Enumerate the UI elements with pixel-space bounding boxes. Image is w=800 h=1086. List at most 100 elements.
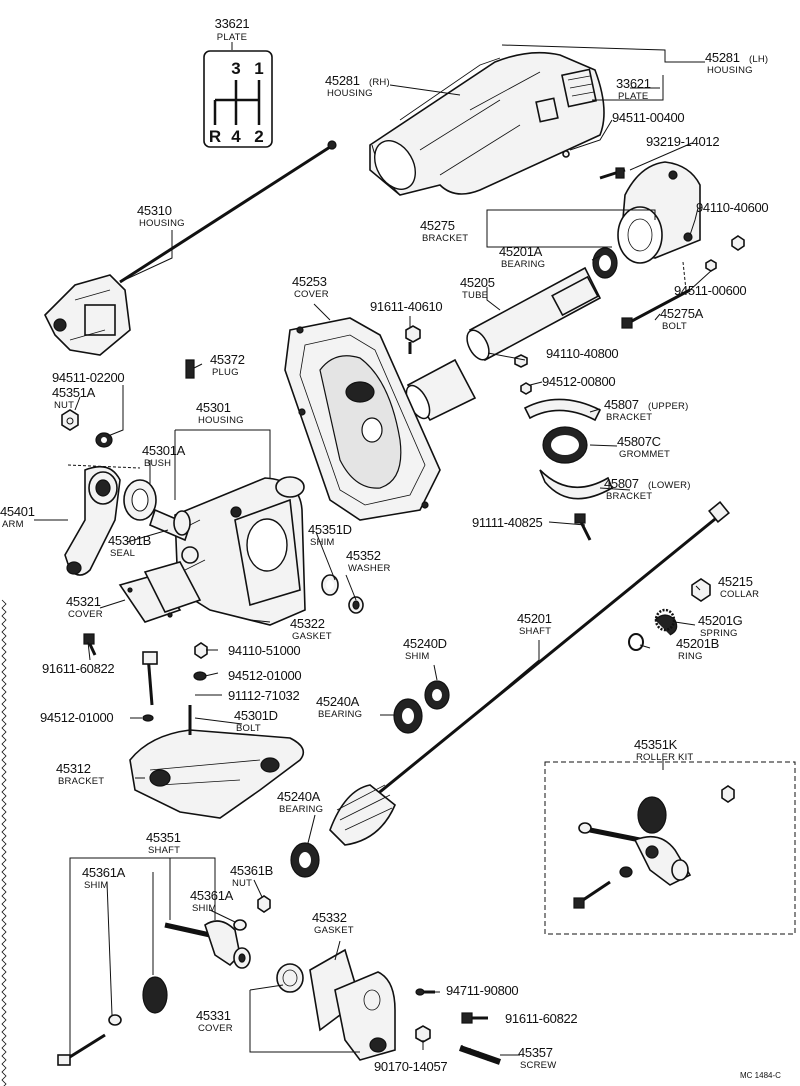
- part-number: 45240D: [403, 636, 447, 651]
- callout-94110-40600: 94110-40600: [696, 200, 769, 215]
- part-number: 94512-01000: [40, 710, 113, 725]
- part-number: 45301B: [108, 533, 151, 548]
- part-number: 94512-01000: [228, 668, 301, 683]
- small-hardware-left: [61, 359, 195, 448]
- part-name: SCREW: [520, 1060, 556, 1071]
- part-name: PLATE: [618, 91, 648, 102]
- part-number: 94512-00800: [542, 374, 615, 389]
- steering-shaft: [369, 501, 730, 802]
- sector-shaft: [57, 895, 271, 1066]
- roller-kit: [544, 761, 796, 935]
- callout-91611-40610: 91611-40610: [370, 299, 443, 314]
- part-name: BRACKET: [58, 776, 104, 787]
- part-name: HOUSING: [327, 88, 373, 99]
- callout-91112-71032: 91112-71032: [228, 688, 300, 703]
- part-number: 45275: [420, 218, 455, 233]
- part-name: SHAFT: [519, 626, 551, 637]
- part-number: 94110-51000: [228, 643, 300, 658]
- part-number: 45361A: [190, 888, 234, 903]
- part-name: BRACKET: [606, 491, 652, 502]
- part-number: 45351D: [308, 522, 352, 537]
- part-name: BOLT: [236, 723, 261, 734]
- part-name: BRACKET: [422, 233, 468, 244]
- part-number: 45351: [146, 830, 181, 845]
- gate-4: 4: [231, 127, 241, 146]
- part-number: 45301D: [234, 708, 278, 723]
- part-name: NUT: [232, 878, 252, 889]
- part-number: 45807: [604, 476, 639, 491]
- part-number: 45201G: [698, 613, 743, 628]
- part-name: GROMMET: [619, 449, 670, 460]
- part-number: 45372: [210, 352, 245, 367]
- part-name: BOLT: [662, 321, 687, 332]
- part-number: 45281: [705, 50, 740, 65]
- gate-2: 2: [254, 127, 263, 146]
- part-name: SHIM: [192, 903, 217, 914]
- callout-94512-01000: 94512-01000: [40, 710, 114, 725]
- gearbox-cover-plate: [284, 317, 441, 521]
- callout-45281: 45281(RH)HOUSING: [325, 73, 390, 99]
- part-number: 91611-60822: [42, 661, 114, 676]
- part-name: TUBE: [462, 290, 488, 301]
- gate-3: 3: [231, 59, 240, 78]
- callout-45281: 45281(LH)HOUSING: [705, 50, 768, 76]
- callout-45807: 45807(UPPER)BRACKET: [604, 397, 688, 423]
- part-number: 45301: [196, 400, 231, 415]
- part-qualifier: (LOWER): [648, 480, 691, 491]
- column-housing-assembly: [369, 51, 605, 196]
- part-number: 45201: [517, 611, 552, 626]
- gate-1: 1: [254, 59, 263, 78]
- page-edge: [1, 599, 7, 1086]
- part-number: 94511-02200: [52, 370, 124, 385]
- gate-pattern: [213, 80, 261, 125]
- part-number: 45321: [66, 594, 101, 609]
- callout-94110-51000: 94110-51000: [228, 643, 301, 658]
- bottom-cover-and-gasket: [276, 948, 501, 1065]
- callout-94512-01000: 94512-01000: [228, 668, 302, 683]
- part-number: 45240A: [316, 694, 360, 709]
- part-number: 45351K: [634, 737, 678, 752]
- callout-94110-40800: 94110-40800: [546, 346, 619, 361]
- part-qualifier: (UPPER): [648, 401, 688, 412]
- plate-part-name: PLATE: [217, 32, 247, 43]
- callout-93219-14012: 93219-14012: [646, 134, 720, 149]
- part-number: 45332: [312, 910, 347, 925]
- part-number: 45281: [325, 73, 360, 88]
- part-number: 45361B: [230, 863, 273, 878]
- part-number: 45253: [292, 274, 327, 289]
- callout-45807: 45807 (LOWER)BRACKET: [604, 476, 691, 502]
- tube-and-bearing: [405, 247, 618, 422]
- part-number: 91112-71032: [228, 688, 299, 703]
- lower-mounting-bracket: [83, 633, 305, 819]
- part-number: 94511-00400: [612, 110, 684, 125]
- shift-linkage: [44, 140, 337, 356]
- part-number: 90170-14057: [374, 1059, 447, 1074]
- part-number: 45807: [604, 397, 639, 412]
- callout-94711-90800: 94711-90800: [446, 983, 519, 998]
- part-name: BUSH: [144, 458, 171, 469]
- side-cover-and-gasket: [118, 561, 202, 623]
- shim-washer: [321, 574, 364, 614]
- worm-and-bearings: [290, 680, 450, 878]
